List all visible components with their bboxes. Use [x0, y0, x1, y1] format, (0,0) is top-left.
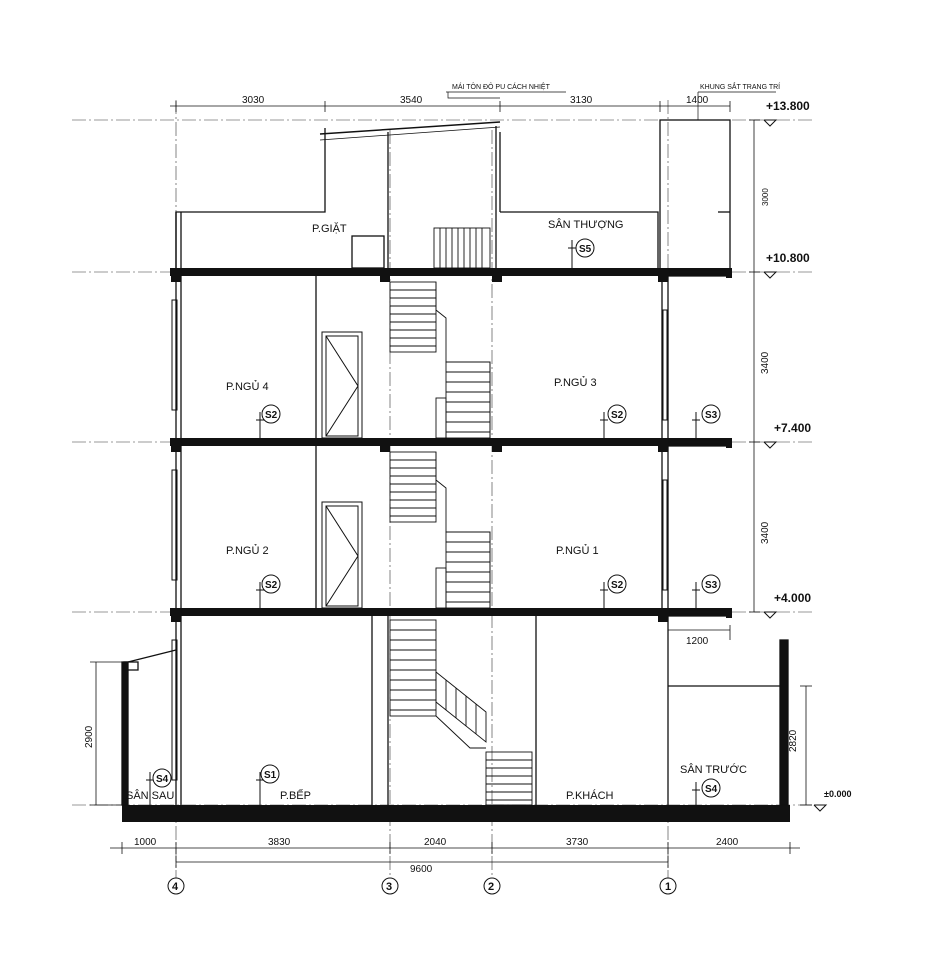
floor-slabs [122, 268, 790, 822]
stairs [389, 227, 533, 806]
tag-leaders [146, 240, 700, 805]
roof-note: MÁI TÔN ĐÔ PU CÁCH NHIỆT [452, 82, 551, 91]
total-dim: 9600 [410, 864, 433, 875]
note-leaders [446, 91, 776, 120]
room-kitchen: P.BẾP [280, 789, 311, 802]
grid-axis-lines [175, 100, 669, 878]
right-dim-3: 3400 [760, 521, 771, 544]
level-label-7400: +7.400 [774, 421, 811, 435]
bottom-dimension-lines [110, 842, 800, 868]
room-bedroom-4: P.NGỦ 4 [226, 380, 269, 393]
room-front-yard: SÂN TRƯỚC [680, 763, 747, 776]
room-bedroom-3: P.NGỦ 3 [554, 376, 597, 389]
tag-s1: S1 [264, 770, 277, 781]
columns [170, 268, 732, 822]
right-dimension-line [749, 119, 760, 613]
bottom-dim-4: 3730 [566, 837, 589, 848]
level-markers [763, 119, 828, 812]
level-label-4000: +4.000 [774, 591, 811, 605]
tag-s3-lower: S3 [705, 580, 718, 591]
grid-bubbles [167, 877, 677, 895]
level-label-10800: +10.800 [766, 251, 810, 265]
windows [171, 299, 668, 781]
tag-s4-back: S4 [156, 774, 169, 785]
walls [121, 119, 789, 806]
grid-axis-3: 3 [386, 881, 392, 893]
tag-s2-bed3: S2 [611, 410, 624, 421]
room-terrace: SÂN THƯỢNG [548, 218, 623, 231]
top-dimension-line [170, 101, 731, 112]
balcony-dim: 1200 [686, 636, 709, 647]
bottom-dim-2: 3830 [268, 837, 291, 848]
top-dim-1: 3030 [242, 95, 265, 106]
tag-s2-bed2: S2 [265, 580, 278, 591]
doors [321, 331, 363, 609]
tag-s4-front: S4 [705, 784, 718, 795]
tag-s3-upper: S3 [705, 410, 718, 421]
front-wall-dimension [800, 685, 812, 806]
grid-axis-4: 4 [172, 881, 179, 893]
bottom-dim-1: 1000 [134, 837, 157, 848]
rear-wall-dim: 2900 [84, 725, 95, 748]
frame-note: KHUNG SẮT TRANG TRÍ [700, 82, 780, 91]
room-bedroom-2: P.NGỦ 2 [226, 544, 269, 557]
balcony-dimension [667, 625, 731, 640]
tag-s2-bed4: S2 [265, 410, 278, 421]
tag-s2-bed1: S2 [611, 580, 624, 591]
rear-wall-dimension [90, 661, 122, 806]
grid-axis-2: 2 [488, 881, 494, 893]
top-dim-3: 3130 [570, 95, 593, 106]
right-dim-1: 3000 [761, 188, 770, 206]
level-label-0: ±0.000 [824, 789, 851, 799]
right-dim-2: 3400 [760, 351, 771, 374]
grid-axis-1: 1 [665, 881, 671, 893]
room-laundry: P.GIẶT [312, 222, 347, 235]
level-lines [72, 119, 812, 806]
bottom-dim-5: 2400 [716, 837, 739, 848]
tag-s5: S5 [579, 244, 592, 255]
tag-circles [152, 238, 721, 798]
bottom-dim-3: 2040 [424, 837, 447, 848]
room-living: P.KHÁCH [566, 789, 614, 802]
front-wall-dim: 2820 [788, 729, 799, 752]
room-bedroom-1: P.NGỦ 1 [556, 544, 599, 557]
top-dim-2: 3540 [400, 95, 423, 106]
top-dim-4: 1400 [686, 95, 709, 106]
level-label-13800: +13.800 [766, 99, 810, 113]
